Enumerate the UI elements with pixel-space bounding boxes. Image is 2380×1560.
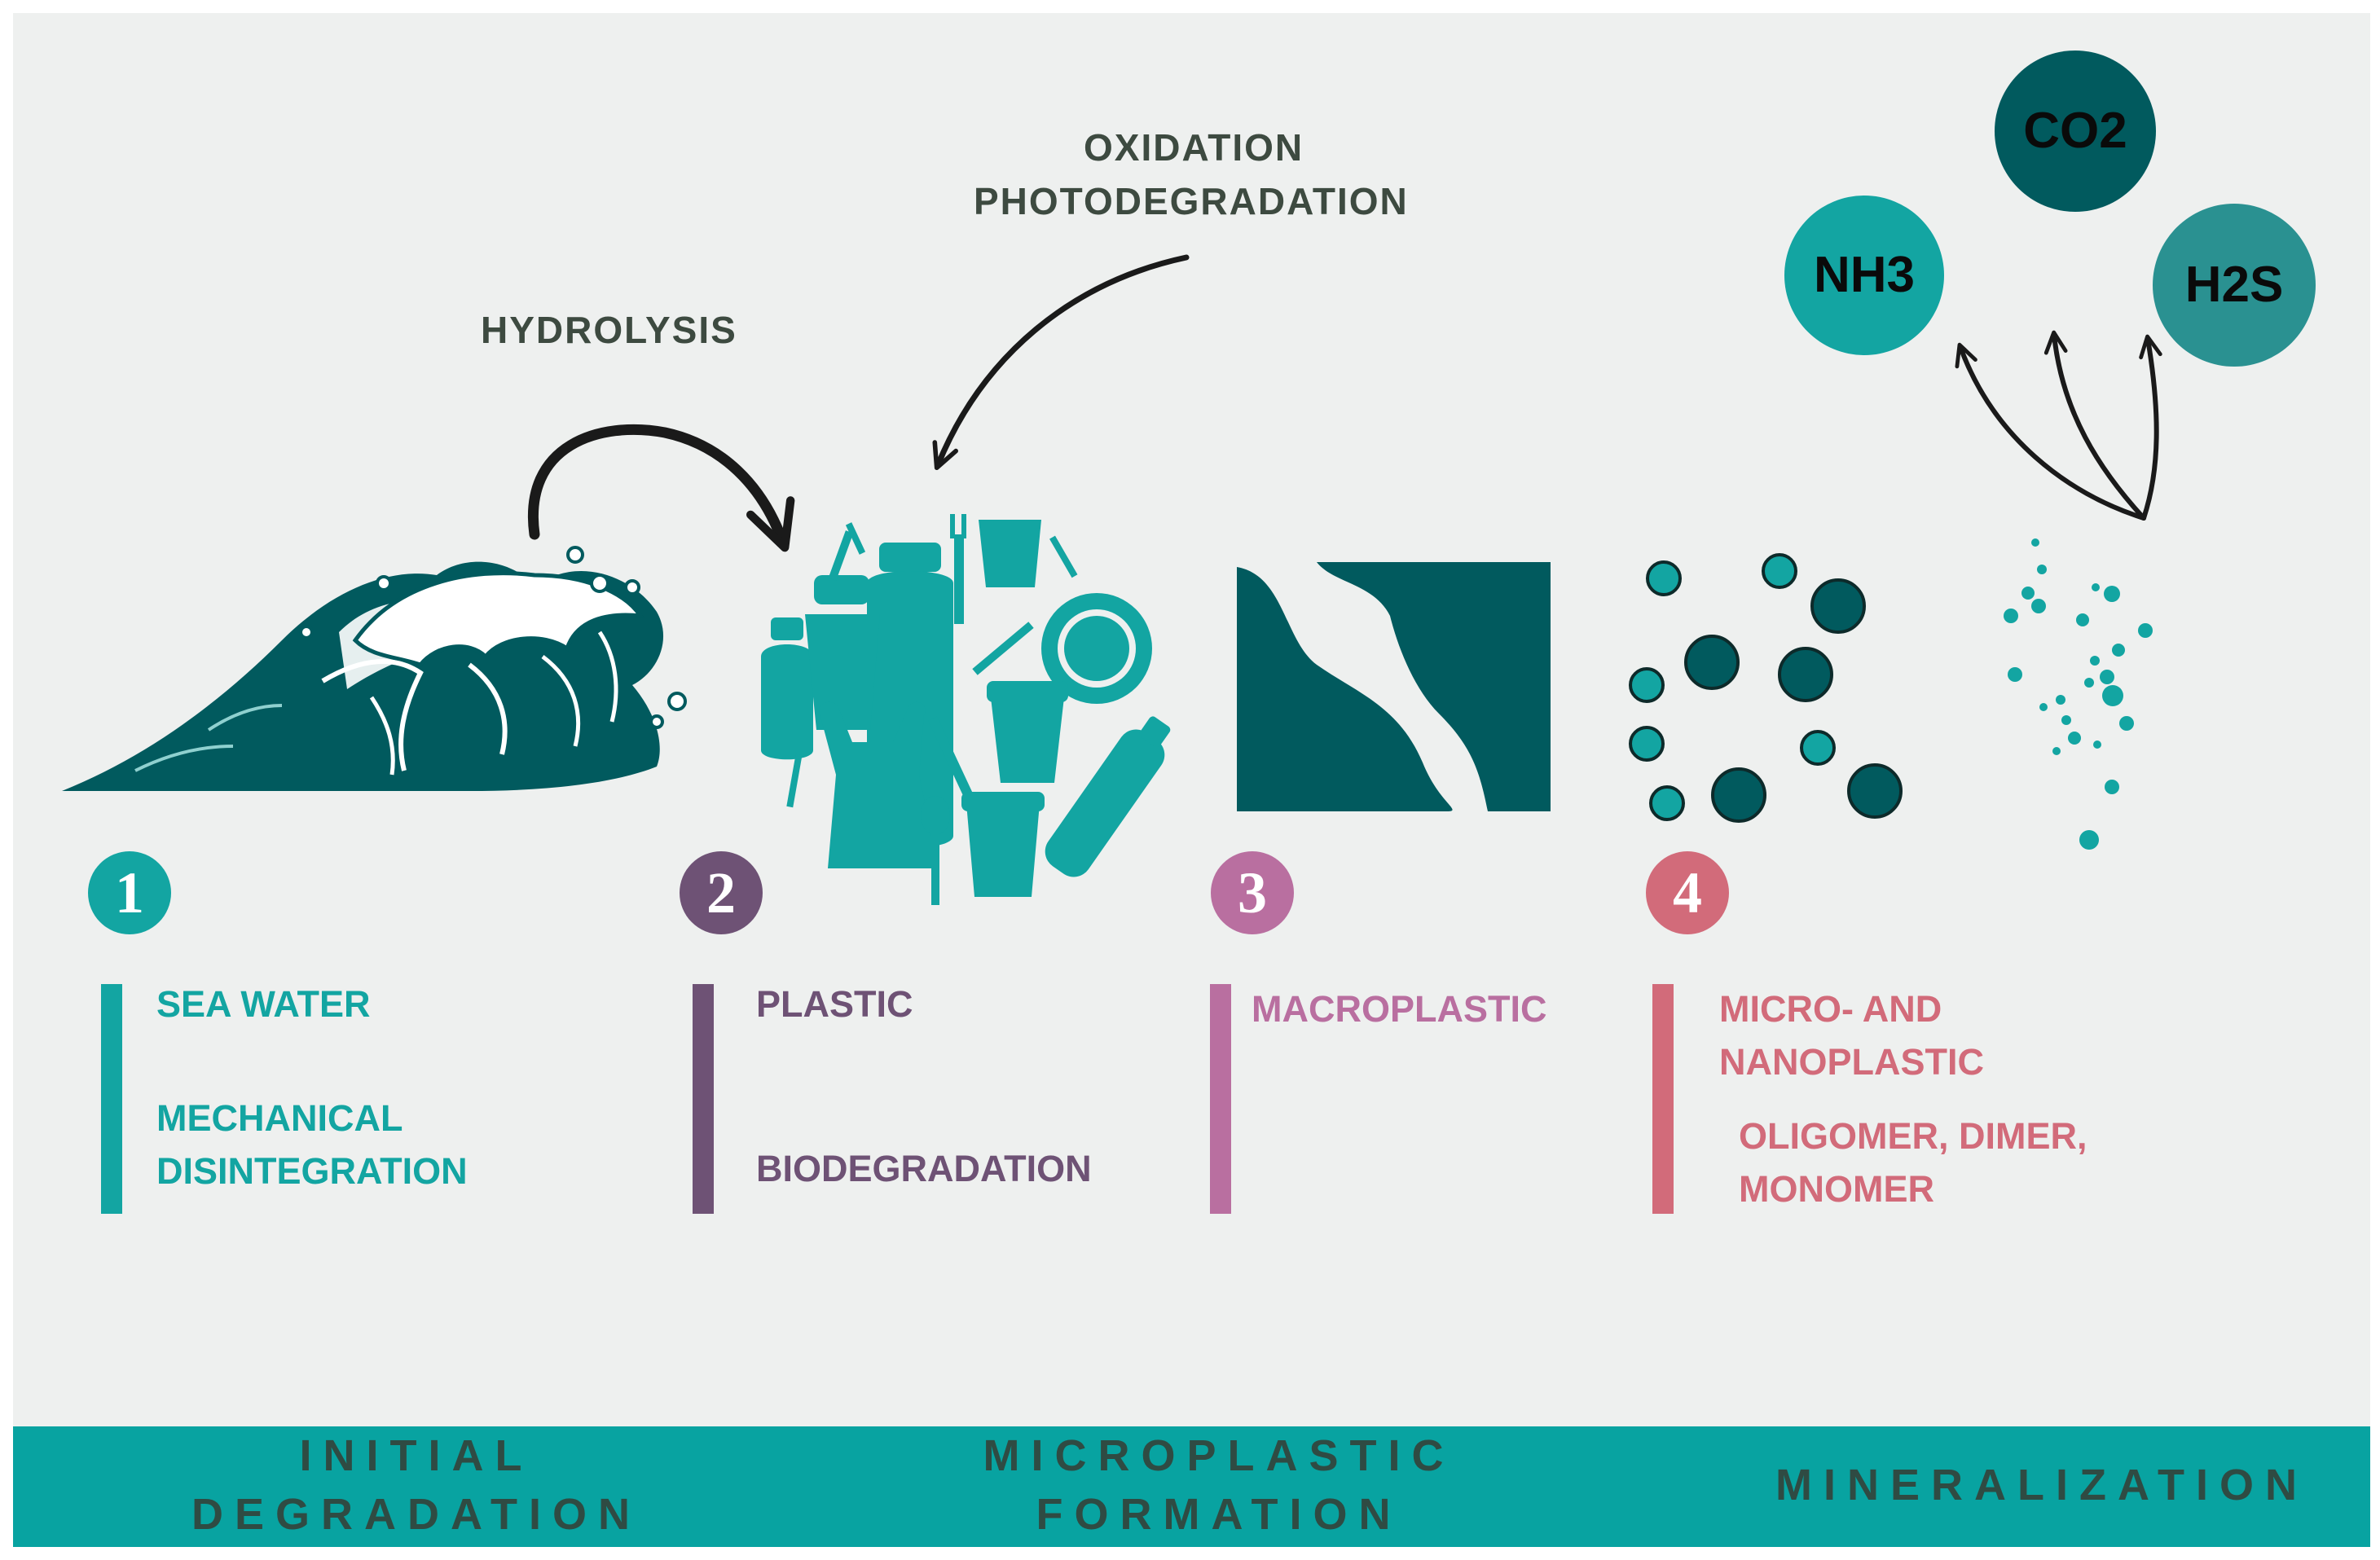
mineralization-arrows <box>1955 330 2162 521</box>
diagram-canvas: CO2 NH3 H2S HYDROLYSIS OXIDATION PHOTODE… <box>13 13 2370 1547</box>
stage-1-mechanical: MECHANICAL <box>156 1097 403 1139</box>
macroplastic-icon <box>1237 562 1551 811</box>
stage-4-badge: 4 <box>1646 851 1729 934</box>
phase-initial-line-1: INITIAL <box>299 1431 534 1480</box>
gas-h2s-bubble: H2S <box>2153 204 2316 367</box>
stage-2-biodegradation: BIODEGRADATION <box>756 1148 1092 1189</box>
oxidation-arrow <box>932 254 1190 471</box>
stage-4-monomer: MONOMER <box>1739 1168 1934 1210</box>
wave-icon <box>62 546 687 791</box>
phase-microplastic-formation: MICROPLASTIC FORMATION <box>966 1426 1472 1544</box>
oxidation-label: OXIDATION <box>1084 126 1304 169</box>
stage-3-badge: 3 <box>1211 851 1294 934</box>
stage-1-bar <box>101 984 122 1214</box>
diagram-graphics <box>62 254 2162 905</box>
microplastic-particles-icon <box>1629 553 1903 823</box>
phase-banner: INITIAL DEGRADATION MICROPLASTIC FORMATI… <box>13 1426 2370 1547</box>
stage-2-plastic: PLASTIC <box>756 983 913 1025</box>
stage-1-disintegration: DISINTEGRATION <box>156 1150 468 1192</box>
stage-2-badge: 2 <box>680 851 763 934</box>
hydrolysis-label: HYDROLYSIS <box>481 309 737 351</box>
stage-4-nanoplastic: NANOPLASTIC <box>1719 1041 1984 1083</box>
stage-3-macroplastic: MACROPLASTIC <box>1252 988 1547 1030</box>
stage-4-bar <box>1652 984 1674 1214</box>
stage-1-badge: 1 <box>88 851 171 934</box>
stage-2-bar <box>693 984 714 1214</box>
gas-nh3-bubble: NH3 <box>1784 196 1944 355</box>
phase-initial-degradation: INITIAL DEGRADATION <box>172 1426 661 1544</box>
stage-1-sea-water: SEA WATER <box>156 983 371 1025</box>
stage-4-oligomer-dimer: OLIGOMER, DIMER, <box>1739 1115 2087 1157</box>
phase-micro-line-1: MICROPLASTIC <box>983 1431 1455 1480</box>
phase-mineralization: MINERALIZATION <box>1775 1461 2308 1509</box>
phase-micro-line-2: FORMATION <box>1036 1490 1402 1539</box>
stage-4-micro-and: MICRO- AND <box>1719 988 1942 1030</box>
hydrolysis-arrow <box>527 424 795 552</box>
photodegradation-label: PHOTODEGRADATION <box>974 180 1409 222</box>
phase-initial-line-2: DEGRADATION <box>191 1490 641 1539</box>
gas-co2-bubble: CO2 <box>1995 51 2156 212</box>
nanoplastic-particles-icon <box>2004 538 2153 850</box>
stage-3-bar <box>1210 984 1231 1214</box>
plastic-waste-icon <box>761 514 1171 905</box>
